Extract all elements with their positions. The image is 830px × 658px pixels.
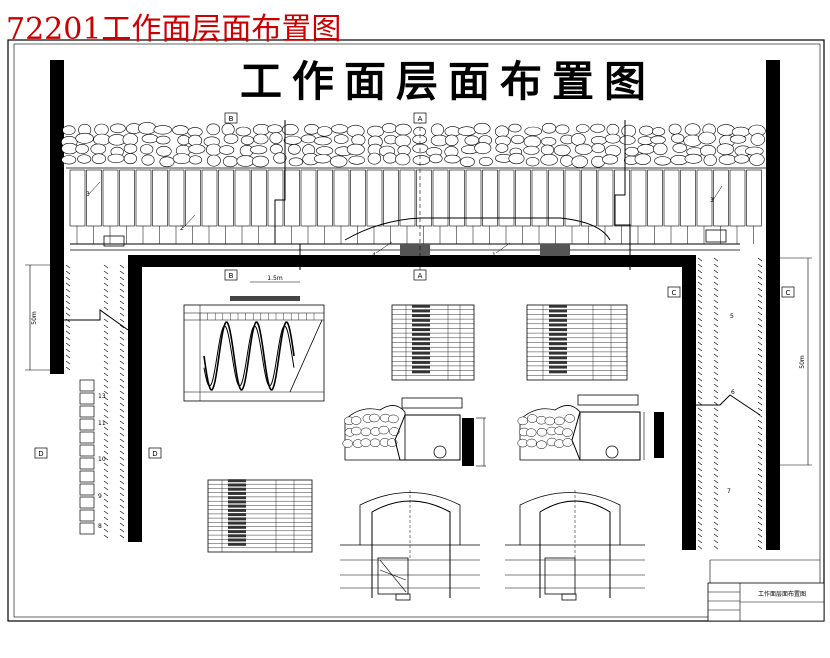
callout-5: 5 — [730, 313, 734, 320]
shearer-drum-outline — [344, 217, 611, 241]
svg-text:B: B — [229, 115, 234, 123]
right-roadway-supports — [697, 257, 763, 550]
svg-text:B: B — [229, 272, 234, 280]
svg-text:C: C — [786, 289, 791, 297]
callout-11: 11 — [98, 420, 106, 427]
page-red-title: 72201工作面层面布置图 — [6, 12, 342, 47]
drawing-title: 工作面层面布置图 — [240, 57, 657, 106]
marker-c-right: C — [781, 286, 795, 298]
left-equipment-stack — [79, 379, 95, 535]
marker-a-bottom: A — [413, 269, 427, 281]
roadway-arch-section-left — [340, 490, 480, 601]
callout-13: 13 — [98, 393, 106, 400]
shearer-box-left — [400, 244, 430, 256]
roadway-arch-section-right — [505, 490, 645, 601]
table-panel-right — [526, 304, 628, 381]
inner-frame — [13, 43, 821, 618]
face-profile-section-right — [517, 394, 664, 461]
callout-3-left: 3 — [86, 191, 90, 198]
right-roadway-wall-inner — [682, 255, 696, 550]
face-profile-section-left — [342, 397, 486, 467]
shearer-box-right — [540, 244, 570, 256]
marker-b-top: B — [224, 112, 238, 124]
right-roadway-wall-outer — [766, 60, 780, 550]
svg-text:D: D — [152, 450, 157, 458]
left-roadway-wall-inner — [128, 262, 142, 542]
callout-2: 2 — [180, 225, 184, 232]
dimension-left: 50m — [25, 264, 50, 371]
gob-caved-rock-zone — [61, 121, 766, 169]
callout-4: 4 — [372, 252, 376, 259]
title-block-main: 工作面层面布置图 — [758, 590, 806, 598]
left-roadway-wall-outer — [50, 60, 64, 374]
title-block: 工作面层面布置图 — [707, 559, 825, 622]
left-entry-offset — [64, 309, 129, 331]
outer-frame — [7, 39, 825, 622]
svg-text:D: D — [38, 450, 43, 458]
cycle-chart-panel — [183, 296, 325, 402]
marker-c-left: C — [667, 286, 681, 298]
marker-a-top: A — [413, 112, 427, 124]
callout-7: 7 — [727, 488, 731, 495]
svg-text:C: C — [672, 289, 677, 297]
callout-8: 8 — [98, 523, 102, 530]
section-right-cut-line — [614, 120, 631, 270]
callout-1: 1 — [492, 252, 496, 259]
table-panel-middle — [391, 304, 475, 381]
svg-text:A: A — [418, 115, 423, 123]
marker-d-right: D — [148, 447, 162, 459]
hydraulic-support-row — [69, 169, 762, 247]
dimension-right: 50m — [780, 257, 812, 466]
callout-3-right: 3 — [710, 197, 714, 204]
right-entry-offset — [696, 394, 761, 416]
dim-left-label: 50m — [31, 311, 38, 325]
dim-right-label: 50m — [799, 355, 806, 369]
marker-b-bottom: B — [224, 269, 238, 281]
table-panel-left-bottom — [207, 479, 313, 553]
callout-6: 6 — [731, 389, 735, 396]
callout-9: 9 — [98, 493, 102, 500]
dimension-bottom: 1.5m — [250, 275, 300, 283]
dim-bottom-label: 1.5m — [267, 275, 283, 282]
callout-10: 10 — [98, 456, 106, 463]
svg-text:A: A — [418, 272, 423, 280]
marker-d-left: D — [34, 447, 48, 459]
section-b-cut-line — [274, 120, 301, 270]
lower-roadway — [128, 255, 696, 267]
left-roadway-supports — [65, 264, 125, 539]
